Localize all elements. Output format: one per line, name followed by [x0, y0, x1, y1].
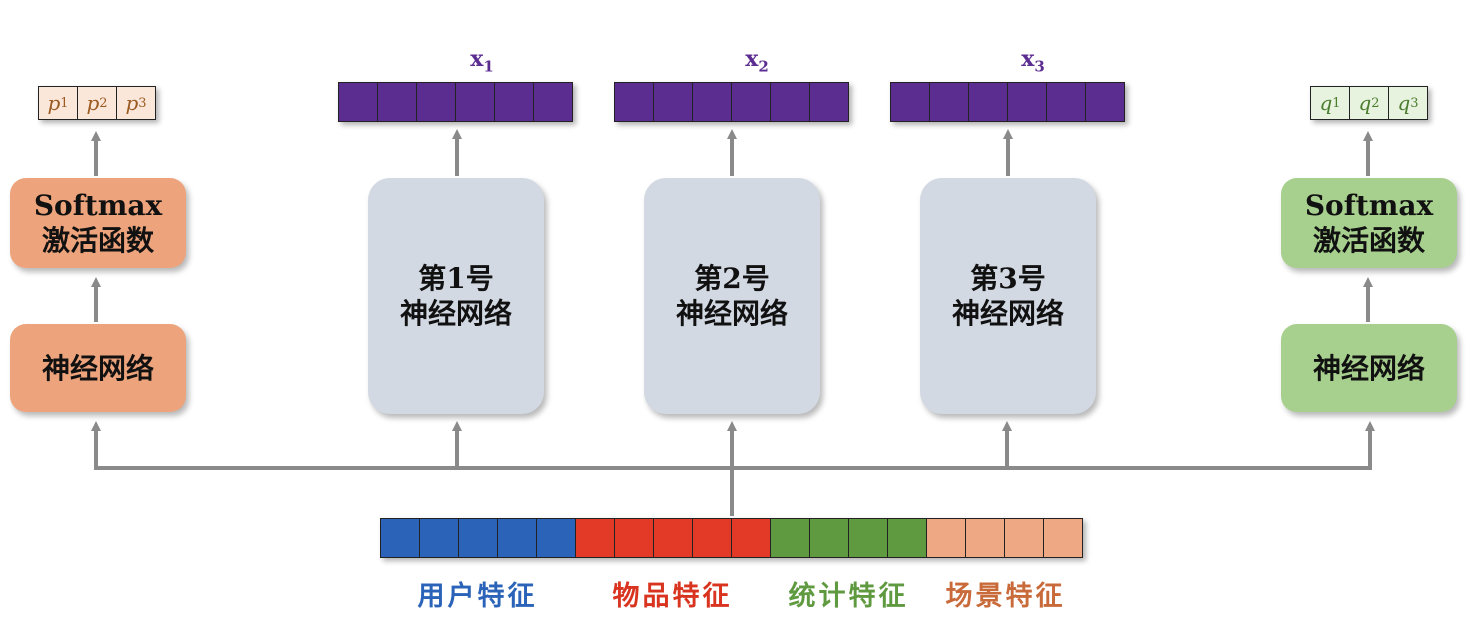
feature-cell [731, 518, 771, 558]
expert-subtitle: 神经网络 [399, 297, 512, 330]
feature-cell [653, 518, 693, 558]
nn-label: 神经网络 [41, 351, 154, 385]
input-feature-vector [380, 518, 1083, 558]
feature-cell [419, 518, 459, 558]
feature-cell [926, 518, 966, 558]
feature-label-item: 物品特征 [612, 581, 733, 612]
activation-label: 激活函数 [1312, 224, 1425, 257]
feature-cell [965, 518, 1005, 558]
feature-cell [458, 518, 498, 558]
softmax-label: Softmax [33, 189, 163, 222]
expert-box: 第3号 神经网络 [920, 178, 1096, 414]
right-nn-box: 神经网络 [1281, 324, 1457, 412]
expert-title: 第3号 [970, 262, 1046, 295]
feature-cell [770, 518, 810, 558]
feature-cell [848, 518, 888, 558]
feature-cell [497, 518, 537, 558]
expert-box: 第2号 神经网络 [644, 178, 820, 414]
nn-label: 神经网络 [1312, 351, 1425, 385]
softmax-label: Softmax [1304, 189, 1434, 222]
feature-cell [536, 518, 576, 558]
feature-cell [887, 518, 927, 558]
feature-cell [614, 518, 654, 558]
feature-label-scene: 场景特征 [945, 581, 1066, 612]
expert-output-label: x1 [470, 46, 494, 76]
right-softmax-box: Softmax 激活函数 [1281, 178, 1457, 268]
left-nn-box: 神经网络 [10, 324, 186, 412]
feature-label-user: 用户特征 [417, 581, 538, 612]
expert-subtitle: 神经网络 [675, 297, 788, 330]
feature-cell [809, 518, 849, 558]
expert-box: 第1号 神经网络 [368, 178, 544, 414]
left-softmax-box: Softmax 激活函数 [10, 178, 186, 268]
expert-output-label: x2 [745, 46, 769, 76]
expert-output-vector [614, 82, 849, 122]
feature-cell [692, 518, 732, 558]
feature-label-stats: 统计特征 [788, 581, 909, 612]
feature-cell [1043, 518, 1083, 558]
expert-output-label: x3 [1021, 46, 1045, 76]
expert-title: 第2号 [694, 262, 770, 295]
feature-cell [1004, 518, 1044, 558]
expert-subtitle: 神经网络 [951, 297, 1064, 330]
expert-title: 第1号 [418, 262, 494, 295]
expert-output-vector [338, 82, 573, 122]
activation-label: 激活函数 [41, 224, 154, 257]
feature-cell [380, 518, 420, 558]
expert-output-vector [890, 82, 1125, 122]
feature-cell [575, 518, 615, 558]
